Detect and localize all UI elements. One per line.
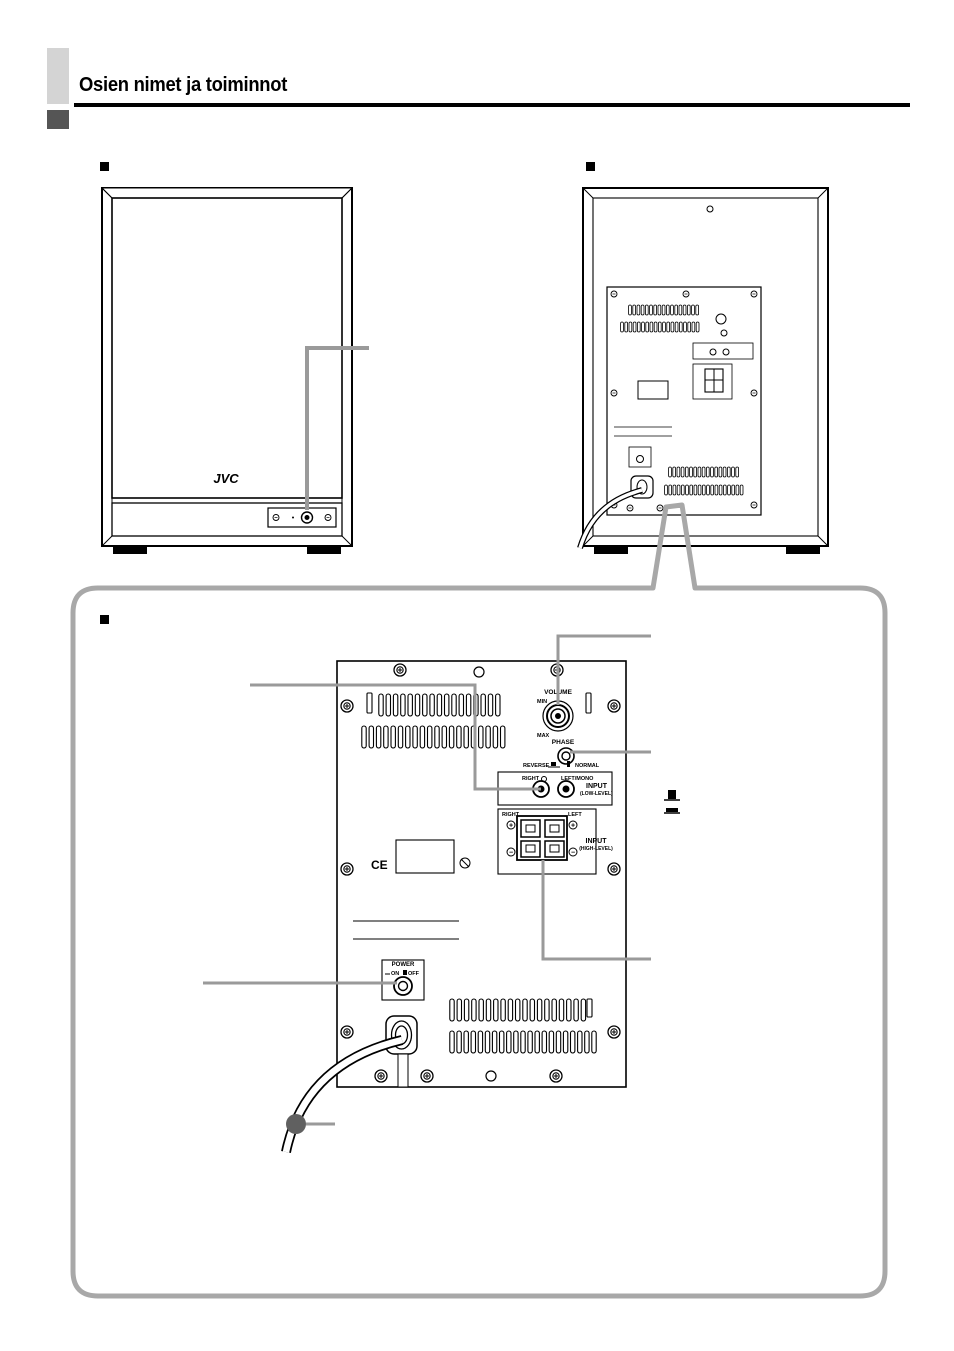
input-high-label: INPUT <box>586 838 608 845</box>
power-off-label: OFF <box>408 971 420 977</box>
power-on-label: ON <box>391 971 399 977</box>
rear-foot-right <box>786 546 820 554</box>
front-foot-right <box>307 546 341 554</box>
input-low-label: INPUT <box>586 783 608 790</box>
phase-normal-label: NORMAL <box>575 763 600 769</box>
rating-label-plate <box>395 839 455 874</box>
svg-text:−: − <box>509 850 513 857</box>
ce-mark-icon: CE <box>371 858 388 872</box>
jvc-logo: JVC <box>213 471 239 486</box>
front-callout-line <box>305 346 369 510</box>
phase-label: PHASE <box>552 739 575 746</box>
input-high-right-label: RIGHT <box>502 812 520 818</box>
input-high-sub-label: (HIGH-LEVEL) <box>579 846 613 852</box>
input-high-left-label: LEFT <box>568 812 582 818</box>
front-foot-left <box>113 546 147 554</box>
svg-text:−: − <box>571 850 575 857</box>
volume-max-label: MAX <box>537 733 550 739</box>
power-switch-box <box>381 959 425 1001</box>
page-title: Osien nimet ja toiminnot <box>79 74 288 96</box>
rear-view-bullet <box>586 162 595 171</box>
svg-text:+: + <box>509 823 513 830</box>
svg-text:+: + <box>571 823 575 830</box>
rear-panel-mini <box>606 286 762 516</box>
volume-min-label: MIN <box>537 699 547 705</box>
front-grille <box>111 197 343 499</box>
input-high-level-box <box>497 808 597 875</box>
rear-panel-detail: VOLUME MIN MAX PHASE REVERSE NORMAL RIGH… <box>281 660 627 1154</box>
input-low-sub-label: (LOW-LEVEL) <box>580 791 613 797</box>
phase-reverse-label: REVERSE <box>523 763 550 769</box>
power-cord-marker <box>286 1114 306 1134</box>
phase-position-legend-icon <box>664 790 680 814</box>
input-right-label: RIGHT <box>522 776 540 782</box>
front-view: JVC <box>100 162 369 554</box>
front-view-bullet <box>100 162 109 171</box>
power-label: POWER <box>392 962 415 968</box>
rear-foot-left <box>594 546 628 554</box>
zoom-frame <box>70 502 888 1299</box>
header-tab-dark <box>47 110 69 129</box>
title-rule <box>74 103 910 107</box>
detail-view-bullet <box>100 615 109 624</box>
rear-view <box>577 162 829 554</box>
input-left-mono-label: LEFT/MONO <box>561 776 594 782</box>
callout-lines <box>203 634 651 1126</box>
header-tab-light <box>47 48 69 104</box>
